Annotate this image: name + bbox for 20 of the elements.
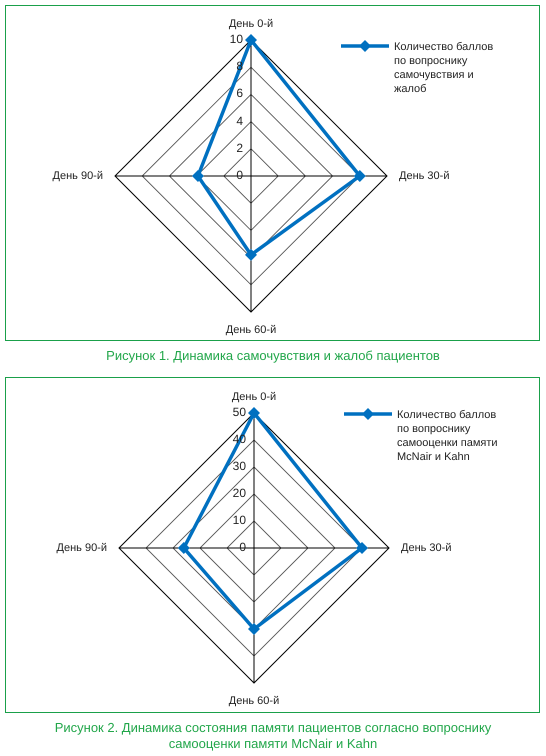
tick-label: 4 xyxy=(235,114,243,128)
figure-caption: Рисунок 1. Динамика самочувствия и жалоб пациентов xyxy=(105,348,441,364)
figure-caption: Рисунок 2. Динамика состояния памяти пациентов согласно вопроснику самооценки памяти McNair и Kahn xyxy=(54,720,492,752)
tick-label: 10 xyxy=(232,514,246,527)
tick-label: 30 xyxy=(232,460,246,473)
axis-label: День 90-й xyxy=(52,170,103,183)
axis-label: День 30-й xyxy=(401,542,452,555)
legend-text: Количество баллов по вопроснику самооценки памяти McNair и Kahn xyxy=(397,408,499,464)
tick-label: 50 xyxy=(232,406,246,419)
axis-label: День 60-й xyxy=(224,324,278,337)
axis-label: День 30-й xyxy=(399,170,450,183)
axis-label: День 0-й xyxy=(228,18,274,31)
tick-label: 20 xyxy=(232,487,246,500)
tick-label: 6 xyxy=(235,87,243,100)
tick-label: 2 xyxy=(235,142,243,155)
axis-label: День 0-й xyxy=(230,391,278,404)
tick-label: 10 xyxy=(228,33,243,46)
legend-text: Количество баллов по вопроснику самочувствия и жалоб xyxy=(394,40,494,96)
axis-label: День 60-й xyxy=(228,695,280,708)
axis-label: День 90-й xyxy=(56,542,107,555)
